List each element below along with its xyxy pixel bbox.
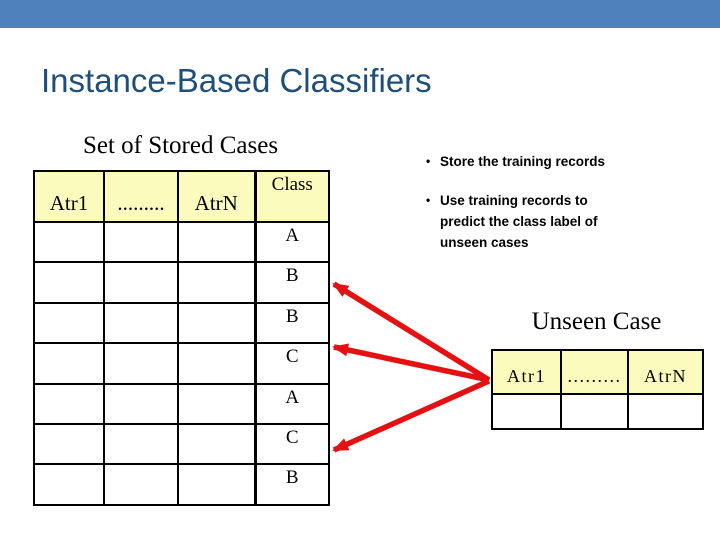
bullet-text-line: predict the class label of: [440, 214, 598, 229]
data-cell-empty: [627, 393, 704, 430]
stored-cases-table: Atr1 ......... AtrN Class A B B C: [33, 170, 330, 506]
unseen-case-caption: Unseen Case: [531, 308, 662, 335]
data-cell-empty: [33, 220, 105, 264]
bullet-text: Store the training records: [440, 154, 606, 169]
data-cell-empty: [177, 261, 256, 304]
class-cell: C: [253, 422, 330, 466]
stored-header-atrn: AtrN: [177, 170, 256, 223]
table-row: C: [33, 342, 330, 385]
table-row: A: [33, 220, 330, 264]
bullet-text-line: unseen cases: [440, 235, 529, 250]
unseen-header-row: Atr1 ......... AtrN: [491, 349, 704, 395]
unseen-case-table: Atr1 ......... AtrN: [491, 349, 704, 430]
bullet-icon: •: [426, 154, 431, 168]
data-cell-empty: [177, 342, 256, 385]
data-cell-empty: [33, 422, 105, 466]
stored-header-dots: .........: [103, 170, 179, 223]
bullet-icon: •: [426, 193, 431, 207]
data-cell-empty: [103, 422, 179, 466]
data-cell-empty: [177, 463, 256, 506]
data-cell-empty: [103, 382, 179, 425]
match-arrow-to-row4: [332, 343, 490, 383]
data-cell-empty: [33, 261, 105, 304]
stored-header-class: Class: [253, 170, 330, 223]
unseen-header-atrn: AtrN: [627, 349, 704, 395]
data-cell-empty: [103, 342, 179, 385]
match-arrow-to-row2: [332, 281, 491, 383]
data-cell-empty: [33, 382, 105, 425]
top-accent-bar: [0, 0, 720, 28]
table-row: C: [33, 422, 330, 466]
table-row: [491, 393, 704, 430]
data-cell-empty: [33, 301, 105, 345]
class-cell: B: [253, 463, 330, 506]
unseen-header-dots: .........: [560, 349, 629, 395]
data-cell-empty: [103, 261, 179, 304]
data-cell-empty: [177, 382, 256, 425]
data-cell-empty: [103, 301, 179, 345]
data-cell-empty: [33, 463, 105, 506]
table-row: B: [33, 301, 330, 345]
data-cell-empty: [33, 342, 105, 385]
data-cell-empty: [177, 220, 256, 264]
page-title: Instance-Based Classifiers: [41, 62, 432, 99]
class-cell: B: [253, 261, 330, 304]
table-row: A: [33, 382, 330, 425]
table-row: B: [33, 261, 330, 304]
stored-header-atr1: Atr1: [33, 170, 105, 223]
class-cell: A: [253, 382, 330, 425]
list-item: • Use training records to predict the cl…: [426, 190, 676, 253]
data-cell-empty: [103, 220, 179, 264]
data-cell-empty: [103, 463, 179, 506]
class-cell: B: [253, 301, 330, 345]
bullet-list: • Store the training records • Use train…: [426, 151, 676, 271]
unseen-header-atr1: Atr1: [491, 349, 562, 395]
match-arrow-to-row7: [332, 378, 491, 453]
data-cell-empty: [491, 393, 562, 430]
stored-header-row: Atr1 ......... AtrN Class: [33, 170, 330, 223]
data-cell-empty: [177, 422, 256, 466]
bullet-text-line: Use training records to: [440, 193, 588, 208]
list-item: • Store the training records: [426, 151, 676, 172]
data-cell-empty: [560, 393, 629, 430]
table-row: B: [33, 463, 330, 506]
data-cell-empty: [177, 301, 256, 345]
class-cell: C: [253, 342, 330, 385]
stored-cases-caption: Set of Stored Cases: [82, 132, 279, 159]
class-cell: A: [253, 220, 330, 264]
